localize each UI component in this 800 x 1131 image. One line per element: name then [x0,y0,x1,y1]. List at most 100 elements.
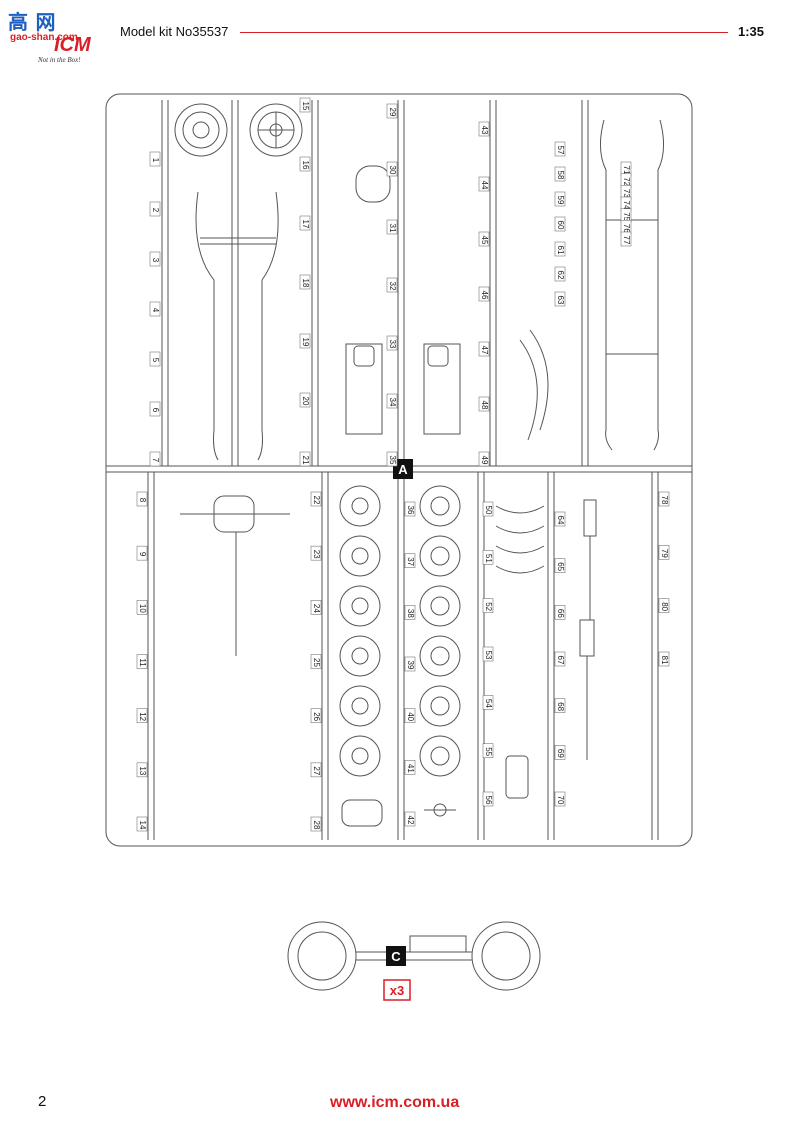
part-number-label: 60 [556,221,565,230]
part-number-label: 13 [138,766,147,775]
part-number-label: 6 [151,408,160,413]
part-number-label: 68 [556,702,565,711]
part-number-label: 74 [622,201,631,210]
part-number-label: 1 [151,158,160,163]
part-number-label: 45 [480,236,489,245]
part-number-label: 66 [556,609,565,618]
part-number-label: 55 [484,747,493,756]
part-number-label: 71 [622,166,631,175]
part-number-label: 56 [484,796,493,805]
logo-watermark: gao-shan.com [10,32,78,43]
part-number-label: 53 [484,651,493,660]
part-number-label: 63 [556,296,565,305]
model-kit-title: Model kit No35537 [120,24,229,39]
part-number-label: 22 [312,496,321,505]
part-number-label: 31 [388,224,397,233]
part-number-label: 8 [138,498,147,503]
website-link[interactable]: www.icm.com.ua [330,1094,460,1111]
part-number-label: 11 [138,658,147,667]
part-number-label: 3 [151,258,160,263]
part-number-label: 44 [480,181,489,190]
part-number-label: 46 [480,291,489,300]
icm-logo: 高 网 gao-shan.com ICM Not in the Box! [8,6,100,68]
part-number-label: 36 [406,506,415,515]
part-number-label: 32 [388,282,397,291]
part-number-label: 64 [556,516,565,525]
part-number-label: 34 [388,398,397,407]
sprue-a-label-box [393,459,413,479]
sprue-c-quantity: x3 [390,983,404,998]
part-number-label: 5 [151,358,160,363]
part-number-label: 39 [406,661,415,670]
part-number-label: 49 [480,456,489,465]
part-number-label: 24 [312,604,321,613]
part-number-label: 62 [556,271,565,280]
part-number-label: 48 [480,401,489,410]
logo-tagline: Not in the Box! [38,56,81,64]
part-number-label: 9 [138,552,147,557]
scale-label: 1:35 [738,24,765,39]
sprue-c-label-box [386,946,406,966]
logo-brand-text: 高 网 [8,12,57,34]
part-number-label: 35 [388,456,397,465]
sprue-c-label: C [391,949,401,964]
part-number-label: 61 [556,246,565,255]
part-number-label: 10 [138,604,147,613]
part-number-label: 16 [301,161,310,170]
part-number-label: 26 [312,712,321,721]
part-number-label: 42 [406,816,415,825]
part-number-label: 69 [556,749,565,758]
part-number-label: 73 [622,189,631,198]
part-number-label: 47 [480,346,489,355]
part-number-label: 25 [312,658,321,667]
part-number-label: 76 [622,224,631,233]
part-number-label: 79 [660,549,669,558]
part-number-label: 14 [138,821,147,830]
part-number-label: 50 [484,506,493,515]
part-number-label: 54 [484,699,493,708]
page-number: 2 [38,1093,47,1110]
part-number-label: 33 [388,340,397,349]
part-number-label: 80 [660,602,669,611]
part-number-label: 77 [622,236,631,245]
sprue-a-label: A [398,462,408,477]
part-number-label: 40 [406,712,415,721]
part-number-label: 43 [480,126,489,135]
part-number-label: 17 [301,220,310,229]
part-number-label: 52 [484,602,493,611]
part-number-labels: 1234567891011121314151617181920212223242… [136,97,670,832]
part-number-label: 75 [622,212,631,221]
header-rule [240,32,728,33]
part-number-label: 27 [312,766,321,775]
part-number-label: 7 [151,458,160,463]
part-number-label: 19 [301,338,310,347]
part-number-label: 58 [556,171,565,180]
part-number-label: 20 [301,397,310,406]
part-number-label: 4 [151,308,160,313]
part-number-label: 2 [151,208,160,213]
part-number-label: 81 [660,656,669,665]
part-number-label: 30 [388,166,397,175]
part-number-label: 15 [301,102,310,111]
part-number-label: 78 [660,496,669,505]
part-number-label: 51 [484,554,493,563]
part-number-label: 21 [301,456,310,465]
part-number-label: 23 [312,550,321,559]
sprue-a-frame [105,93,693,847]
part-number-label: 29 [388,108,397,117]
logo-icm-text: ICM [54,34,91,56]
part-number-label: 41 [406,764,415,773]
part-number-label: 12 [138,712,147,721]
part-number-label: 72 [622,177,631,186]
part-number-label: 38 [406,609,415,618]
part-number-label: 70 [556,796,565,805]
part-number-label: 65 [556,562,565,571]
quantity-box [383,979,411,1001]
part-number-label: 57 [556,146,565,155]
part-number-label: 59 [556,196,565,205]
part-number-label: 67 [556,656,565,665]
part-number-label: 18 [301,279,310,288]
part-number-label: 37 [406,557,415,566]
part-number-label: 28 [312,821,321,830]
